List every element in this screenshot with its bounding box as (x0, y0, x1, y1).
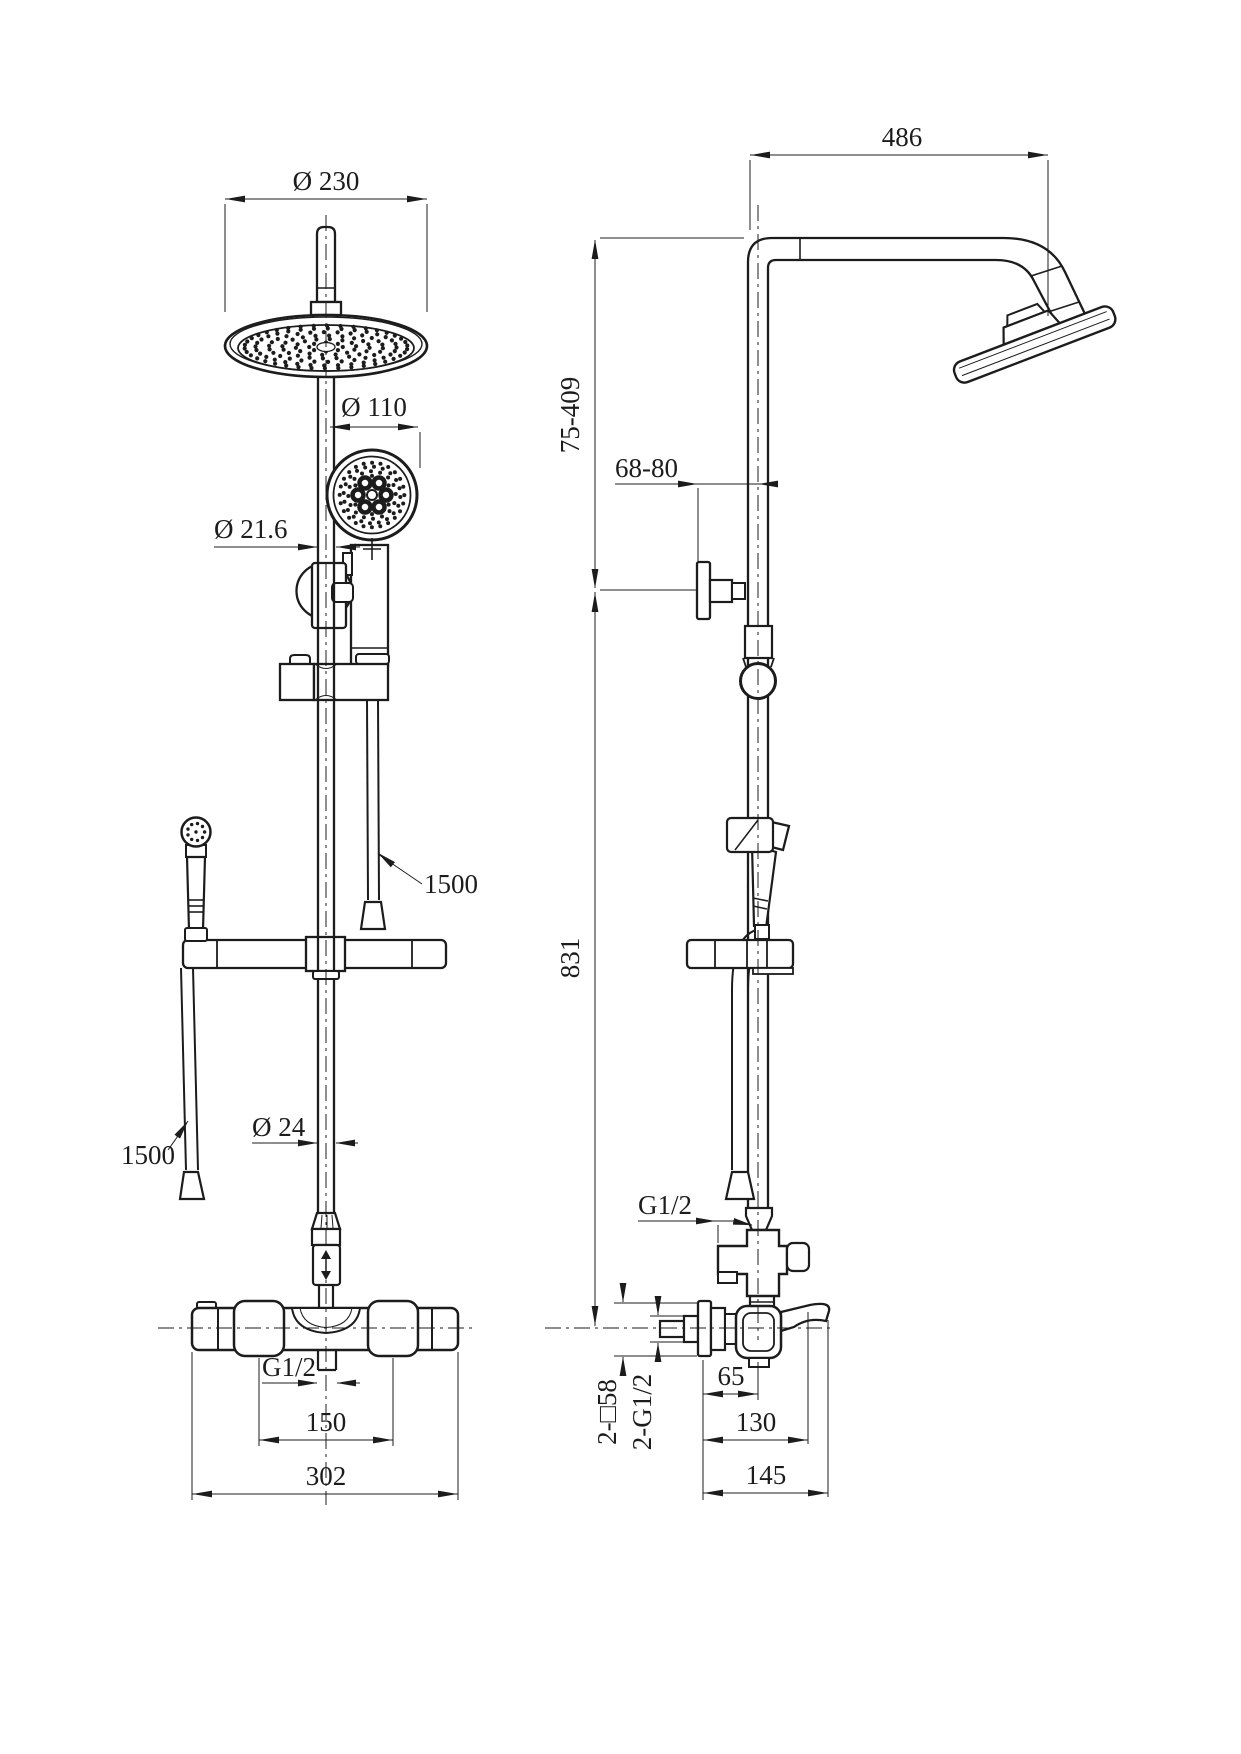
dim-label-bracket-height-range: 75-409 (555, 377, 585, 454)
spray-hose (178, 967, 206, 1201)
top-supply-pipe (309, 225, 343, 317)
hand-shower (325, 448, 419, 560)
spray-gun-nozzle-dots (186, 821, 207, 843)
dim-wall-clearance-range: 68-80 (600, 453, 778, 591)
thermostatic-mixer-front (190, 1299, 460, 1372)
dim-escutcheons: 2-□58 (592, 1283, 697, 1445)
dim-label-slide-bar-diameter: Ø 21.6 (214, 514, 288, 544)
dim-label-head-diameter: Ø 230 (293, 166, 360, 196)
hand-shower-handle (342, 543, 390, 668)
spray-gun-front (180, 816, 212, 942)
dim-riser-pipe-diameter: Ø 24 (252, 1112, 358, 1147)
dim-label-arm-reach: 486 (882, 122, 923, 152)
side-view: 486 75-409 831 68-80 (158, 122, 1117, 1500)
dim-label-escutcheons: 2-□58 (592, 1379, 622, 1445)
dim-shower-hose-length: 1500 (377, 852, 478, 899)
dim-inlet-threads: 2-G1/2 (627, 1296, 684, 1451)
dim-label-riser-connection-thread: G1/2 (638, 1190, 692, 1220)
dim-label-overall-depth: 145 (746, 1460, 787, 1490)
dim-riser-height: 831 (555, 592, 599, 1326)
soap-shelf-side (685, 938, 795, 975)
diverter-cross-valve (716, 1228, 811, 1308)
dim-bracket-height-range: 75-409 (555, 237, 744, 589)
dim-wall-to-handle: 130 (703, 1312, 809, 1444)
dim-spray-hose-length: 1500 (121, 1120, 189, 1170)
spray-hose-cone-side (724, 1170, 756, 1201)
dim-riser-connection-thread: G1/2 (638, 1190, 753, 1243)
riser-union-nut (744, 1206, 774, 1232)
wall-bracket-front (295, 561, 354, 630)
wall-bracket-side (695, 560, 746, 621)
dim-wall-to-valve-center: 65 (702, 1360, 759, 1500)
dim-label-inlet-threads: 2-G1/2 (627, 1374, 657, 1451)
dim-slide-bar-diameter: Ø 21.6 (214, 514, 360, 551)
hand-shower-center-jets (350, 475, 394, 515)
dim-overall-depth: 145 (703, 1320, 829, 1497)
shower-hose (359, 699, 387, 931)
dim-label-bottom-outlet-thread: G1/2 (262, 1352, 316, 1382)
dim-label-riser-pipe-diameter: Ø 24 (252, 1112, 306, 1142)
dim-label-wall-to-valve-center: 65 (718, 1361, 745, 1391)
dim-bottom-outlet-thread: G1/2 (262, 1352, 360, 1387)
dim-label-wall-clearance-range: 68-80 (615, 453, 678, 483)
mixer-handle-side (779, 1302, 831, 1333)
riser-and-arm-side (746, 236, 1087, 1208)
dim-label-wall-to-handle: 130 (736, 1407, 777, 1437)
dim-hand-shower-diameter: Ø 110 (330, 392, 421, 468)
overhead-shower-head-side (952, 302, 1117, 384)
dim-head-diameter: Ø 230 (224, 166, 428, 312)
soap-shelf-front (181, 935, 448, 980)
dim-label-riser-height: 831 (555, 938, 585, 979)
dim-arm-reach: 486 (749, 122, 1049, 316)
dim-label-spray-hose-length: 1500 (121, 1140, 175, 1170)
dim-label-hand-shower-diameter: Ø 110 (341, 392, 407, 422)
thermostatic-mixer-side (658, 1299, 831, 1368)
dim-label-shower-hose-length: 1500 (424, 869, 478, 899)
front-view: Ø 230 1500 (121, 166, 478, 1505)
